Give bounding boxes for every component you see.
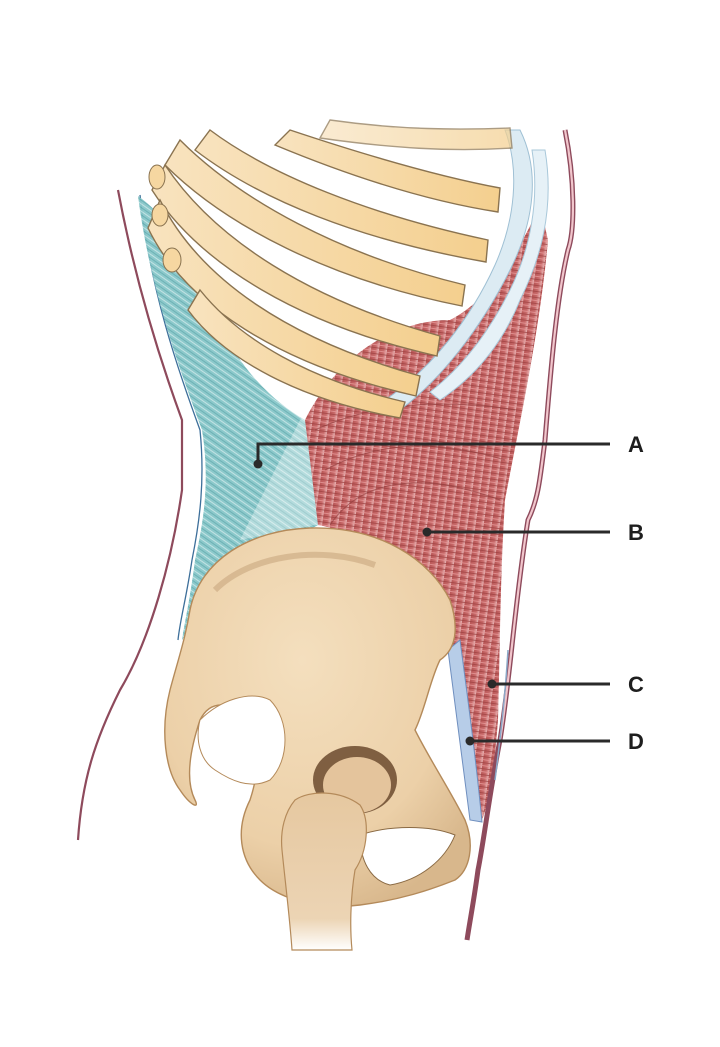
label-text-A: A — [628, 432, 644, 457]
rib-cage — [147, 119, 513, 419]
fascia-band — [447, 639, 483, 823]
teal-fascia-region — [138, 196, 330, 640]
rib-heads — [148, 164, 182, 273]
pointer-dot-B — [422, 527, 432, 537]
label-A: A — [253, 432, 644, 469]
pointer-dot-D — [465, 736, 475, 746]
pointer-dot-A — [253, 459, 263, 469]
pointer-dot-C — [487, 679, 497, 689]
label-text-D: D — [628, 729, 644, 754]
label-B: B — [422, 520, 644, 545]
label-D: D — [465, 729, 644, 754]
leader-line-A — [256, 442, 610, 464]
fascia-line-left — [139, 194, 203, 641]
label-text-C: C — [628, 672, 644, 697]
label-text-B: B — [628, 520, 644, 545]
pelvis-notch — [197, 695, 286, 785]
femur — [280, 792, 367, 951]
label-C: C — [487, 672, 644, 697]
skin-outline-left — [76, 189, 184, 841]
